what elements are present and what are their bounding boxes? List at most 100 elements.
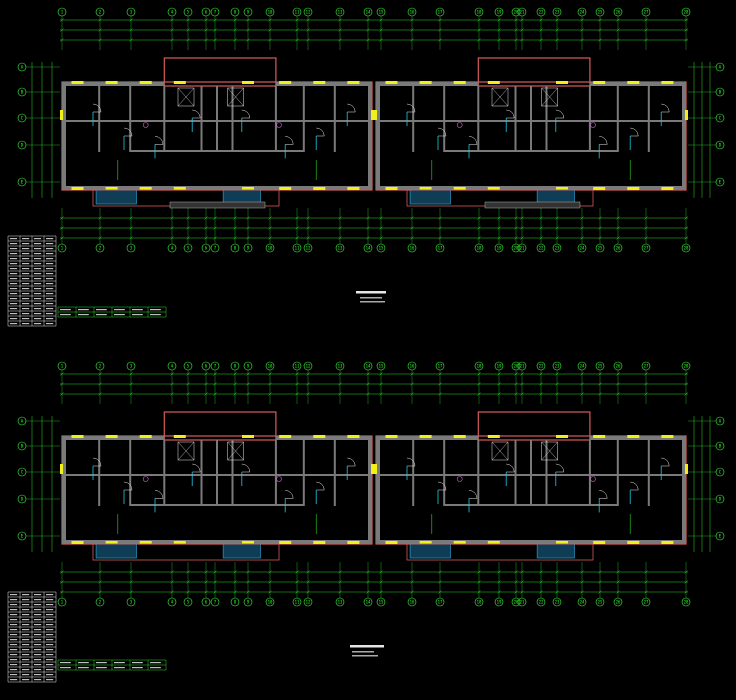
dim-tick — [644, 236, 648, 240]
top-axis-15-text: 15 — [379, 10, 384, 15]
bottom-axis-8-text: 8 — [234, 246, 237, 251]
right-axis-5-text: E — [719, 180, 722, 185]
window — [661, 187, 674, 190]
room-tag — [456, 476, 463, 482]
dim-tick — [497, 216, 501, 220]
table-cell-text — [46, 298, 54, 300]
table-cell-text — [10, 253, 18, 255]
dim-tick — [555, 580, 559, 584]
window — [173, 81, 186, 84]
exterior-wall-segment — [376, 540, 686, 544]
table-cell-text — [46, 303, 54, 305]
dim-tick — [477, 372, 481, 376]
dim-tick — [233, 216, 237, 220]
dim-tick — [233, 590, 237, 594]
balcony — [409, 543, 451, 559]
top-axis-18-text: 18 — [477, 10, 482, 15]
right-axis-5-text: E — [719, 534, 722, 539]
window — [71, 541, 84, 544]
door-swing — [468, 490, 478, 499]
table-cell-text — [34, 298, 42, 300]
bottom-axis-4-text: 4 — [171, 600, 174, 605]
dim-tick — [204, 382, 208, 386]
top-axis-13-text: 13 — [338, 10, 343, 15]
door-swing — [241, 463, 251, 473]
dim-tick — [129, 236, 133, 240]
dim-tick — [60, 226, 64, 230]
dim-tick — [497, 392, 501, 396]
table-cell-text — [22, 243, 30, 245]
dim-tick — [379, 372, 383, 376]
dim-tick — [204, 392, 208, 396]
dim-tick — [477, 226, 481, 230]
dim-tick — [338, 590, 342, 594]
top-axis-8-text: 8 — [234, 364, 237, 369]
table-cell-text — [34, 268, 42, 270]
table-cell-text — [10, 288, 18, 290]
dim-tick — [233, 372, 237, 376]
dim-tick — [514, 382, 518, 386]
window — [685, 464, 688, 474]
dim-tick — [213, 590, 217, 594]
top-axis-11-text: 11 — [295, 364, 300, 369]
bottom-axis-24-text: 24 — [580, 246, 585, 251]
window — [593, 187, 606, 190]
bottom-axis-21-text: 21 — [520, 600, 525, 605]
table-cell-text — [10, 629, 18, 631]
dwelling-unit-1 — [60, 57, 374, 207]
dim-tick — [268, 392, 272, 396]
table-cell-text — [22, 253, 30, 255]
window — [242, 435, 254, 438]
dim-tick — [338, 28, 342, 32]
dim-tick — [60, 570, 64, 574]
dim-tick — [644, 570, 648, 574]
window — [556, 541, 568, 544]
table-cell-text — [22, 318, 30, 320]
top-axis-19-text: 19 — [497, 364, 502, 369]
window — [627, 541, 640, 544]
dim-tick — [366, 392, 370, 396]
dim-tick — [246, 18, 250, 22]
bottom-axis-13-text: 13 — [338, 246, 343, 251]
dim-tick — [338, 372, 342, 376]
dim-tick — [598, 570, 602, 574]
dim-tick — [186, 392, 190, 396]
plan-note-mark-upper — [360, 297, 382, 299]
table-cell-text — [10, 278, 18, 280]
top-axis-1-text: 1 — [61, 364, 64, 369]
door-swing — [316, 127, 325, 137]
dim-tick — [520, 382, 524, 386]
table-cell-text — [22, 624, 30, 626]
window — [347, 541, 360, 544]
door-swing — [661, 457, 670, 467]
dim-tick — [438, 580, 442, 584]
dim-tick — [98, 570, 102, 574]
table-cell-text — [46, 283, 54, 285]
dim-tick — [555, 28, 559, 32]
bottom-axis-7-text: 7 — [214, 600, 217, 605]
top-axis-20-text: 20 — [514, 364, 519, 369]
window — [453, 435, 466, 438]
bottom-axis-28-text: 28 — [684, 246, 689, 251]
exterior-wall-segment — [368, 82, 372, 190]
dim-tick — [684, 570, 688, 574]
interior-wall — [163, 86, 166, 152]
table-cell-text — [10, 318, 18, 320]
window — [71, 187, 84, 190]
door-swing — [285, 490, 294, 499]
dim-tick — [684, 580, 688, 584]
dim-tick — [616, 382, 620, 386]
dim-tick — [598, 28, 602, 32]
right-axis-2-text: B — [719, 444, 722, 449]
elevator-cross — [541, 87, 558, 107]
dim-tick — [616, 590, 620, 594]
top-axis-9-text: 9 — [247, 10, 250, 15]
door-swing — [661, 103, 670, 113]
dim-tick — [246, 570, 250, 574]
elevator-cross — [491, 441, 509, 461]
dim-tick — [497, 382, 501, 386]
top-axis-28-text: 28 — [684, 10, 689, 15]
interior-wall — [477, 86, 480, 152]
dim-tick — [60, 580, 64, 584]
dim-tick — [555, 590, 559, 594]
